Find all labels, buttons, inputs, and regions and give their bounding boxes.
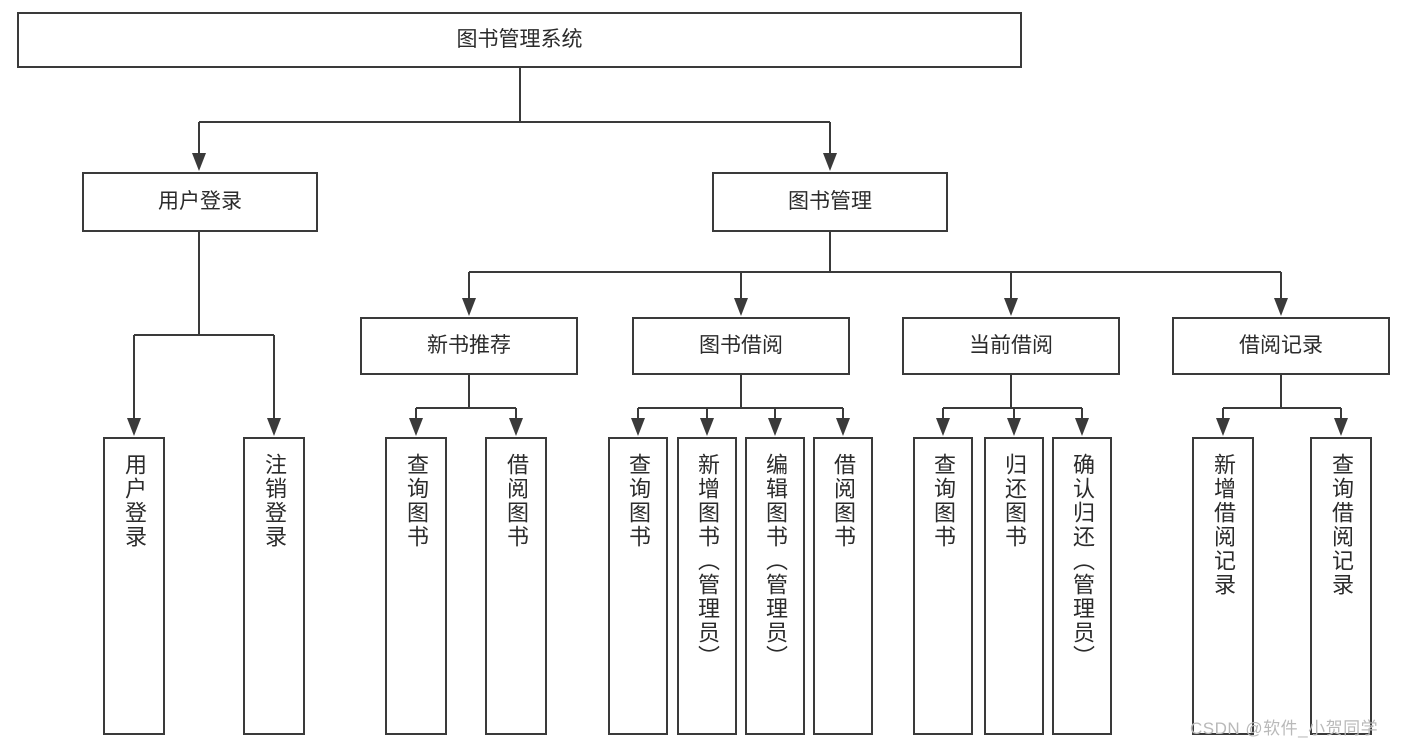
arrow-conn-current-borrow-0 xyxy=(936,418,950,436)
node-label: 用户登录 xyxy=(122,453,147,549)
arrow-conn-borrow-record-0 xyxy=(1216,418,1230,436)
arrow-conn-current-borrow-1 xyxy=(1007,418,1021,436)
level2-node-current-borrow[interactable]: 当前借阅 xyxy=(902,317,1120,375)
leaf-node-leaf-add-borrow-record[interactable]: 新增借阅记录 xyxy=(1192,437,1254,735)
node-label: 注销登录 xyxy=(262,453,287,549)
leaf-node-leaf-borrow-book[interactable]: 借阅图书 xyxy=(813,437,873,735)
leaf-node-leaf-confirm-return-admin[interactable]: 确认归还（管理员） xyxy=(1052,437,1112,735)
node-label: 查询借阅记录 xyxy=(1329,453,1354,597)
arrow-conn-user-login-0 xyxy=(127,418,141,436)
leaf-node-leaf-query-book-recommend[interactable]: 查询图书 xyxy=(385,437,447,735)
arrow-conn-book-borrow-2 xyxy=(768,418,782,436)
leaf-node-leaf-query-book-borrow[interactable]: 查询图书 xyxy=(608,437,668,735)
arrow-conn-book-management-3 xyxy=(1274,298,1288,316)
node-label: 图书管理 xyxy=(788,189,872,213)
arrow-conn-book-management-0 xyxy=(462,298,476,316)
arrow-conn-book-borrow-1 xyxy=(700,418,714,436)
leaf-node-leaf-logout[interactable]: 注销登录 xyxy=(243,437,305,735)
leaf-node-leaf-add-book-admin[interactable]: 新增图书（管理员） xyxy=(677,437,737,735)
arrow-conn-book-borrow-0 xyxy=(631,418,645,436)
level1-node-user-login[interactable]: 用户登录 xyxy=(82,172,318,232)
leaf-node-leaf-query-book-current[interactable]: 查询图书 xyxy=(913,437,973,735)
leaf-node-leaf-edit-book-admin[interactable]: 编辑图书（管理员） xyxy=(745,437,805,735)
node-label: 图书借阅 xyxy=(699,333,783,357)
node-label: 查询图书 xyxy=(404,453,429,549)
arrow-conn-new-book-recommend-1 xyxy=(509,418,523,436)
node-label: 新增借阅记录 xyxy=(1211,453,1236,597)
node-label: 确认归还（管理员） xyxy=(1070,453,1095,669)
node-label: 图书管理系统 xyxy=(456,27,583,51)
arrow-conn-book-management-1 xyxy=(734,298,748,316)
node-label: 归还图书 xyxy=(1002,453,1027,549)
arrow-conn-book-borrow-3 xyxy=(836,418,850,436)
level2-node-new-book-recommend[interactable]: 新书推荐 xyxy=(360,317,578,375)
arrow-conn-borrow-record-1 xyxy=(1334,418,1348,436)
node-label: 查询图书 xyxy=(931,453,956,549)
leaf-node-leaf-borrow-book-recommend[interactable]: 借阅图书 xyxy=(485,437,547,735)
node-label: 当前借阅 xyxy=(969,333,1053,357)
leaf-node-leaf-query-borrow-record[interactable]: 查询借阅记录 xyxy=(1310,437,1372,735)
arrow-conn-user-login-1 xyxy=(267,418,281,436)
arrow-conn-root-0 xyxy=(192,153,206,171)
node-label: 新增图书（管理员） xyxy=(695,453,720,669)
leaf-node-leaf-user-login[interactable]: 用户登录 xyxy=(103,437,165,735)
node-label: 借阅图书 xyxy=(504,453,529,549)
arrow-conn-current-borrow-2 xyxy=(1075,418,1089,436)
level2-node-book-borrow[interactable]: 图书借阅 xyxy=(632,317,850,375)
csdn-watermark: CSDN @软件_小贺同学 xyxy=(1190,719,1379,738)
level2-node-borrow-record[interactable]: 借阅记录 xyxy=(1172,317,1390,375)
arrow-conn-root-1 xyxy=(823,153,837,171)
level1-node-book-management[interactable]: 图书管理 xyxy=(712,172,948,232)
node-label: 编辑图书（管理员） xyxy=(763,453,788,669)
leaf-node-leaf-return-book[interactable]: 归还图书 xyxy=(984,437,1044,735)
node-label: 查询图书 xyxy=(626,453,651,549)
node-label: 借阅图书 xyxy=(831,453,856,549)
node-label: 用户登录 xyxy=(158,189,242,213)
root-node-root[interactable]: 图书管理系统 xyxy=(17,12,1022,68)
node-label: 新书推荐 xyxy=(427,333,511,357)
node-label: 借阅记录 xyxy=(1239,333,1323,357)
arrow-conn-book-management-2 xyxy=(1004,298,1018,316)
arrow-conn-new-book-recommend-0 xyxy=(409,418,423,436)
